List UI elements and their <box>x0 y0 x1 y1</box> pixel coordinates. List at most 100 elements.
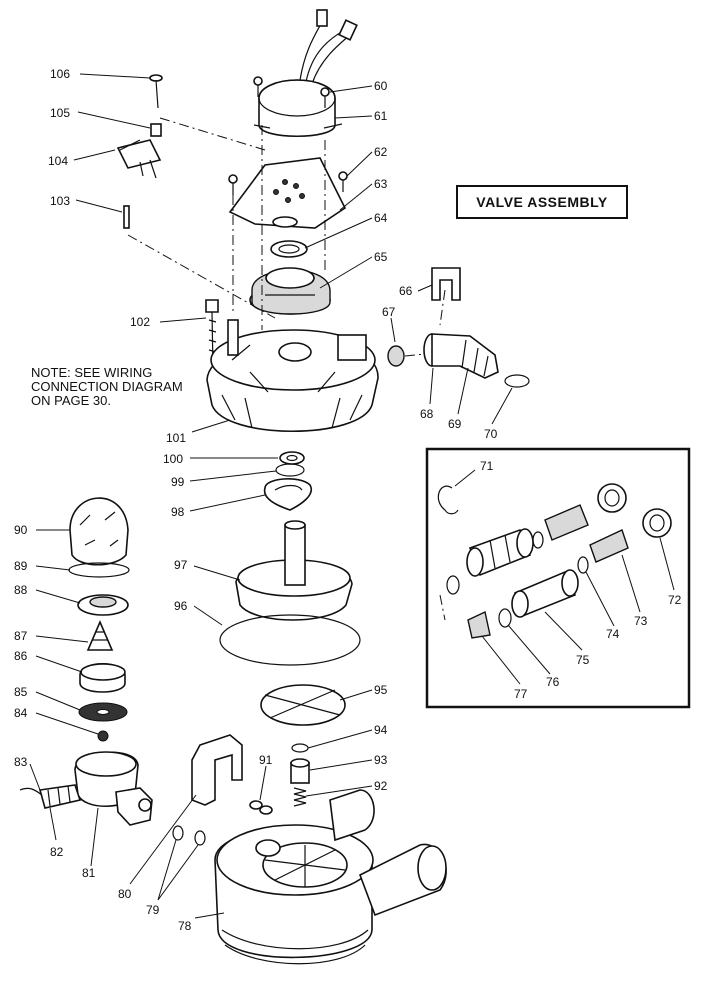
label-105: 105 <box>50 106 70 120</box>
wiring-note: NOTE: SEE WIRING CONNECTION DIAGRAM ON P… <box>31 366 206 408</box>
motor-part-61 <box>253 9 358 137</box>
oring-part-79 <box>172 825 206 846</box>
cap-part-90 <box>69 497 129 566</box>
label-77: 77 <box>514 687 528 701</box>
label-106: 106 <box>50 67 70 81</box>
housing-part-101 <box>206 319 379 432</box>
pin-part-103 <box>123 205 130 229</box>
oring-part-76 <box>446 575 512 628</box>
cam-gear-part-65 <box>249 267 331 315</box>
nozzle-part-84 <box>97 730 109 742</box>
bearing-part-64 <box>270 240 308 258</box>
gasket-part-91 <box>249 800 273 815</box>
label-66: 66 <box>399 284 413 298</box>
clip-part-66 <box>431 267 461 301</box>
label-69: 69 <box>448 417 462 431</box>
label-74: 74 <box>606 627 620 641</box>
label-68: 68 <box>420 407 434 421</box>
spring-part-92 <box>293 787 307 807</box>
label-93: 93 <box>374 753 388 767</box>
oring-part-96 <box>219 614 361 666</box>
label-76: 76 <box>546 675 560 689</box>
label-75: 75 <box>576 653 590 667</box>
seal-part-67 <box>387 345 405 367</box>
label-95: 95 <box>374 683 388 697</box>
gasket-part-98 <box>263 478 313 511</box>
label-92: 92 <box>374 779 388 793</box>
oring-part-94 <box>291 743 309 753</box>
cam-part-87 <box>86 619 114 651</box>
oring-part-74 <box>532 531 589 574</box>
label-70: 70 <box>484 427 498 441</box>
label-72: 72 <box>668 593 682 607</box>
label-97: 97 <box>174 558 188 572</box>
screen-part-73 <box>544 504 629 563</box>
bypass-fitting-upper <box>466 528 534 577</box>
label-60: 60 <box>374 79 388 93</box>
diagram-title-text: VALVE ASSEMBLY <box>476 194 608 210</box>
part-number-labels: 106 105 104 103 60 61 62 63 64 65 66 67 … <box>14 67 682 933</box>
label-104: 104 <box>48 154 68 168</box>
label-88: 88 <box>14 583 28 597</box>
note-line-3: ON PAGE 30. <box>31 393 111 408</box>
label-80: 80 <box>118 887 132 901</box>
screw-part-60 <box>320 87 330 108</box>
fitting-part-68-69 <box>423 333 499 379</box>
disc-part-85 <box>78 702 128 722</box>
seal-part-95 <box>260 684 346 726</box>
label-90: 90 <box>14 523 28 537</box>
label-86: 86 <box>14 649 28 663</box>
label-91: 91 <box>259 753 273 767</box>
note-line-2: CONNECTION DIAGRAM <box>31 379 183 394</box>
leader-lines <box>29 73 675 919</box>
cover-plate-part-63 <box>228 157 347 229</box>
label-79: 79 <box>146 903 160 917</box>
clip-part-80 <box>191 734 243 806</box>
label-85: 85 <box>14 685 28 699</box>
label-87: 87 <box>14 629 28 643</box>
injector-body-part-81 <box>74 751 153 826</box>
label-96: 96 <box>174 599 188 613</box>
bypass-inset-frame <box>425 447 691 709</box>
label-98: 98 <box>171 505 185 519</box>
label-81: 81 <box>82 866 96 880</box>
clamp-part-70 <box>504 374 530 388</box>
screw-part-106 <box>149 74 163 109</box>
oring-part-99 <box>275 463 305 477</box>
label-83: 83 <box>14 755 28 769</box>
screw-part-62 <box>228 76 348 195</box>
seal-part-100 <box>279 451 305 465</box>
label-64: 64 <box>374 211 388 225</box>
label-99: 99 <box>171 475 185 489</box>
roller-part-105 <box>150 123 162 137</box>
screen-part-77 <box>467 610 491 639</box>
note-line-1: NOTE: SEE WIRING <box>31 365 153 380</box>
label-71: 71 <box>480 459 494 473</box>
bypass-fitting-lower <box>511 569 579 618</box>
label-61: 61 <box>374 109 388 123</box>
label-84: 84 <box>14 706 28 720</box>
label-100: 100 <box>163 452 183 466</box>
piston-part-97 <box>235 520 353 621</box>
label-94: 94 <box>374 723 388 737</box>
label-82: 82 <box>50 845 64 859</box>
diagram-title: VALVE ASSEMBLY <box>456 185 628 219</box>
label-73: 73 <box>634 614 648 628</box>
clip-part-71 <box>437 485 459 515</box>
label-62: 62 <box>374 145 388 159</box>
bearing-part-88 <box>77 594 129 616</box>
fitting-part-82-83 <box>19 784 82 809</box>
nut-part-72 <box>597 483 672 538</box>
label-101: 101 <box>166 431 186 445</box>
label-102: 102 <box>130 315 150 329</box>
cap-part-86 <box>79 663 126 693</box>
switch-part-104 <box>116 139 162 179</box>
label-103: 103 <box>50 194 70 208</box>
label-78: 78 <box>178 919 192 933</box>
label-63: 63 <box>374 177 388 191</box>
sleeve-part-93 <box>290 758 310 784</box>
label-89: 89 <box>14 559 28 573</box>
label-67: 67 <box>382 305 396 319</box>
valve-body-part-78 <box>214 789 447 965</box>
